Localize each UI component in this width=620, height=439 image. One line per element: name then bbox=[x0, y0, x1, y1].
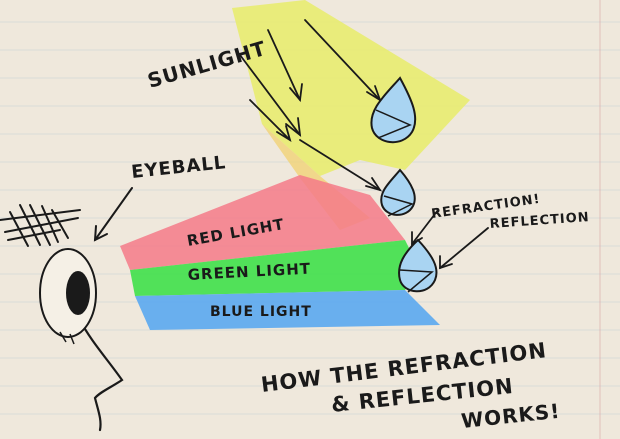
arrow-icon bbox=[411, 209, 489, 270]
eye-icon bbox=[39, 248, 97, 345]
red-light-band bbox=[120, 175, 405, 270]
eyelashes-icon bbox=[0, 204, 81, 247]
raindrop-icon bbox=[380, 168, 416, 217]
blue-light-label: BLUE LIGHT bbox=[210, 304, 312, 320]
raindrop-icon bbox=[370, 76, 417, 143]
green-light-band bbox=[130, 240, 420, 296]
blue-light-band bbox=[135, 290, 440, 330]
raindrop-icon bbox=[398, 238, 438, 293]
sunlight-arrows bbox=[239, 19, 383, 192]
reflection-label: REFLECTION bbox=[489, 210, 590, 232]
arrow-icon bbox=[93, 187, 133, 242]
